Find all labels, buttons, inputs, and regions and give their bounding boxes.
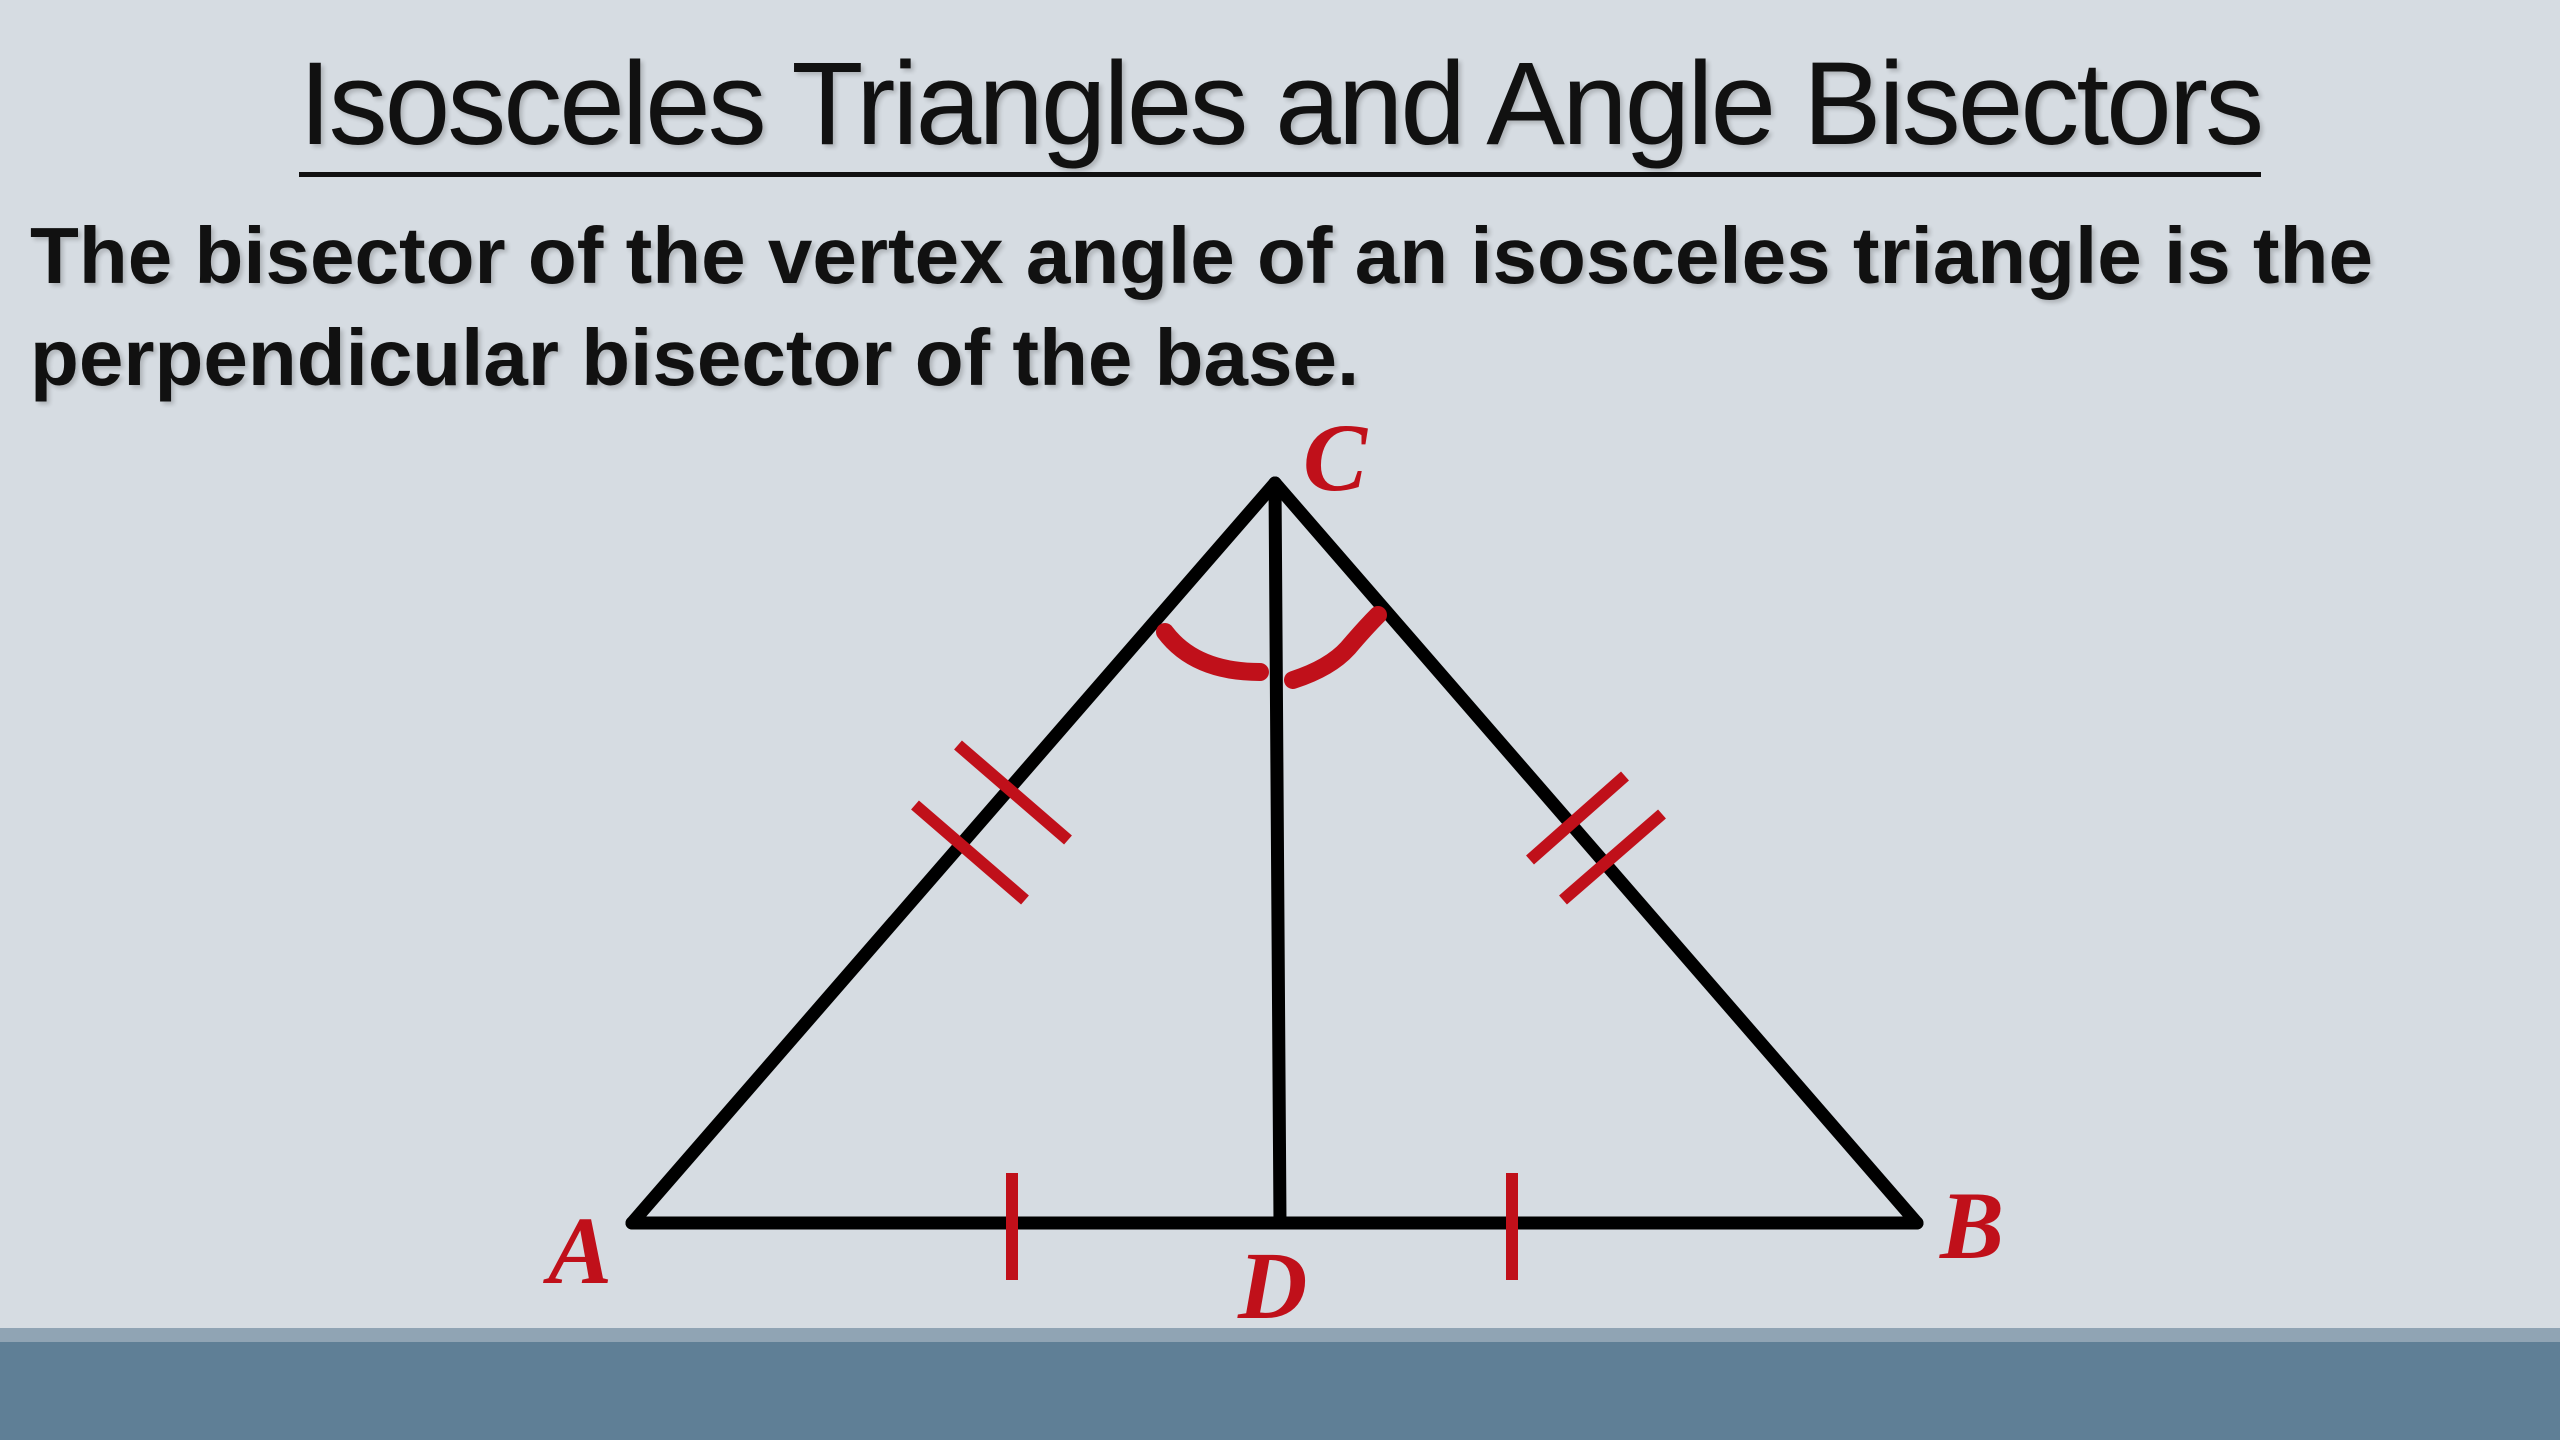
vertex-label-c: C bbox=[1303, 404, 1368, 511]
footer-bar bbox=[0, 1342, 2560, 1440]
angle-arc-left bbox=[1156, 623, 1269, 681]
side-cb bbox=[1268, 476, 1924, 1230]
bisector-cd bbox=[1268, 476, 1287, 1230]
vertex-label-a: A bbox=[543, 1197, 612, 1304]
theorem-statement: The bisector of the vertex angle of an i… bbox=[30, 211, 2373, 402]
tick-mark-cb-2 bbox=[1559, 809, 1666, 905]
slide-title-text: Isosceles Triangles and Angle Bisectors bbox=[298, 38, 2264, 177]
side-ac bbox=[625, 476, 1282, 1230]
vertex-label-d: D bbox=[1237, 1232, 1307, 1339]
angle-arc-right bbox=[1284, 606, 1387, 689]
tick-mark-cb-1 bbox=[1526, 771, 1629, 865]
footer-accent-line bbox=[0, 1328, 2560, 1342]
tick-mark-ac-1 bbox=[954, 740, 1072, 845]
tick-mark-ac-2 bbox=[911, 800, 1029, 905]
vertex-label-b: B bbox=[1939, 1172, 2004, 1279]
slide-title: Isosceles Triangles and Angle Bisectors bbox=[0, 38, 2560, 177]
